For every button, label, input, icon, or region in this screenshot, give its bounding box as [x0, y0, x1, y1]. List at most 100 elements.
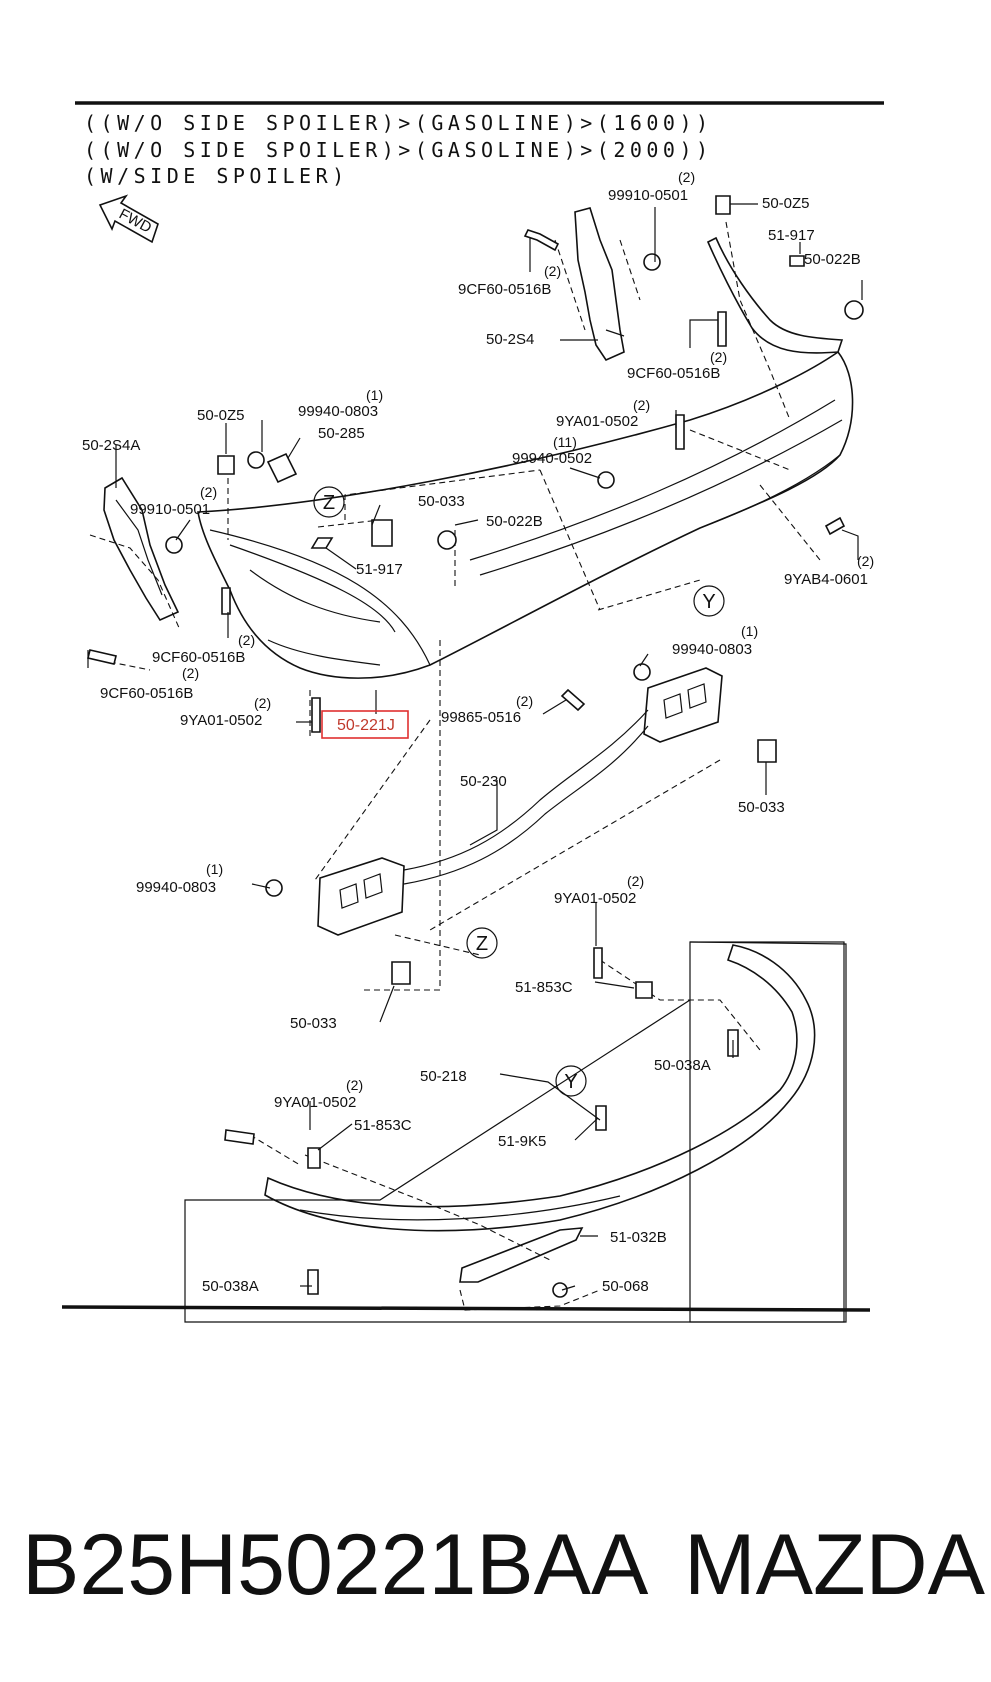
- nut-icon: [643, 253, 661, 271]
- part-number: B25H50221BAA: [22, 1517, 649, 1613]
- label-50-022B-top: 50-022B: [804, 251, 861, 268]
- label-51-917-mid: 51-917: [356, 561, 403, 578]
- label-51-853C-a: 51-853C: [515, 979, 573, 996]
- part-labels: (2) 99910-0501 50-0Z5 51-917 50-022B (2)…: [82, 169, 874, 1295]
- qty-99940-0502: (11): [553, 434, 577, 450]
- bracket-50-2S4A-drawing: [103, 476, 180, 622]
- ref-marker-y-circle: [693, 585, 725, 617]
- label-99910-0501-left: 99910-0501: [130, 501, 210, 518]
- label-9YAB4-0601: 9YAB4-0601: [784, 571, 868, 588]
- bolt-icon: [224, 1129, 255, 1145]
- label-51-853C-b: 51-853C: [354, 1117, 412, 1134]
- nut-icon: [633, 663, 651, 681]
- footer-caption: B25H50221BAA MAZDA: [0, 1505, 991, 1625]
- qty-99940-0803-a: (1): [366, 387, 383, 403]
- qty-9CF60-0516B-c: (2): [238, 632, 255, 648]
- clip-icon: [371, 519, 393, 547]
- label-50-221J: 50-221J: [337, 717, 395, 734]
- label-99940-0803-a: 99940-0803: [298, 403, 378, 420]
- qty-9YA01-0502-d: (2): [346, 1077, 363, 1093]
- fwd-arrow-icon: FWD: [98, 194, 159, 244]
- qty-99940-0803-c: (1): [206, 861, 223, 877]
- clip-icon: [307, 1269, 319, 1295]
- bolt-icon: [675, 414, 685, 450]
- bolt-icon: [523, 229, 560, 252]
- screw-icon: [717, 311, 727, 347]
- clip-icon: [391, 961, 411, 985]
- clip-icon: [635, 981, 653, 999]
- nut-icon: [597, 471, 615, 489]
- side-spoiler-50-218-drawing: [264, 944, 816, 1283]
- screw-icon: [87, 649, 117, 665]
- label-50-038A-a: 50-038A: [654, 1057, 711, 1074]
- ref-marker-y2-circle: [555, 1065, 587, 1097]
- bolt-icon: [311, 697, 321, 733]
- spoiler-frame: [184, 941, 847, 1323]
- label-9YA01-0502-d: 9YA01-0502: [274, 1094, 356, 1111]
- ref-marker-z: Z: [323, 492, 335, 514]
- label-50-0Z5-top: 50-0Z5: [762, 195, 810, 212]
- qty-99910-0501-top: (2): [678, 169, 695, 185]
- label-99910-0501-top: 99910-0501: [608, 187, 688, 204]
- leader-lines: [87, 203, 863, 1291]
- label-51-917-top: 51-917: [768, 227, 815, 244]
- ref-marker-z2: Z: [476, 933, 488, 955]
- brand-name: MAZDA: [684, 1517, 985, 1613]
- ref-marker-z-circle: [313, 486, 345, 518]
- screw-icon: [595, 1105, 607, 1131]
- label-50-033-c: 50-033: [290, 1015, 337, 1032]
- label-50-033-b: 50-033: [738, 799, 785, 816]
- clip-icon: [789, 255, 805, 267]
- screw-icon: [560, 688, 586, 712]
- rear-bumper-cover-drawing: [197, 236, 854, 679]
- label-9CF60-0516B-d: 9CF60-0516B: [100, 685, 193, 702]
- screw-icon: [593, 947, 603, 979]
- clip-icon: [757, 739, 777, 763]
- label-9YA01-0502-c: 9YA01-0502: [554, 890, 636, 907]
- label-50-0Z5-mid: 50-0Z5: [197, 407, 245, 424]
- nut-icon: [165, 536, 183, 554]
- bottom-rule: [61, 1305, 871, 1312]
- qty-9CF60-0516B-b: (2): [710, 349, 727, 365]
- fastener-icons: [87, 195, 864, 1298]
- label-99940-0803-b: 99940-0803: [672, 641, 752, 658]
- highlight-box-50-221J: [321, 710, 409, 739]
- nut-icon: [552, 1282, 568, 1298]
- qty-9YA01-0502-b: (2): [254, 695, 271, 711]
- nut-icon: [247, 451, 265, 469]
- plate-bracket-50-230-drawing: [317, 667, 723, 936]
- ref-marker-z2-circle: [466, 927, 498, 959]
- label-9CF60-0516B-b: 9CF60-0516B: [627, 365, 720, 382]
- label-50-2S4A: 50-2S4A: [82, 437, 140, 454]
- qty-99865-0516: (2): [516, 693, 533, 709]
- qty-9YA01-0502-c: (2): [627, 873, 644, 889]
- qty-9CF60-0516B-d: (2): [182, 665, 199, 681]
- bolt-icon: [824, 516, 846, 536]
- ref-marker-y2: Y: [564, 1071, 577, 1093]
- clip-icon: [217, 455, 235, 475]
- nut-icon: [265, 879, 283, 897]
- seal-icon: [266, 452, 298, 484]
- qty-9YAB4-0601: (2): [857, 553, 874, 569]
- label-99865-0516: 99865-0516: [441, 709, 521, 726]
- bracket-50-2S4-drawing: [574, 207, 625, 362]
- spoiler-frame-top: [689, 941, 845, 1323]
- ref-marker-y: Y: [702, 591, 715, 613]
- qty-9CF60-0516B-a: (2): [544, 263, 561, 279]
- label-50-038A-b: 50-038A: [202, 1278, 259, 1295]
- grommet-icon: [437, 530, 457, 550]
- label-50-230: 50-230: [460, 773, 507, 790]
- screw-icon: [221, 587, 231, 615]
- label-9YA01-0502-b: 9YA01-0502: [180, 712, 262, 729]
- label-99940-0502: 99940-0502: [512, 450, 592, 467]
- grommet-icon: [844, 300, 864, 320]
- header-line-2: ((W/O SIDE SPOILER)>(GASOLINE)>(2000)): [84, 138, 713, 162]
- clip-icon: [715, 195, 731, 215]
- header-line-1: ((W/O SIDE SPOILER)>(GASOLINE)>(1600)): [84, 111, 713, 135]
- header-line-3: (W/SIDE SPOILER): [84, 164, 349, 188]
- label-9YA01-0502-a: 9YA01-0502: [556, 413, 638, 430]
- clip-icon: [307, 1147, 321, 1169]
- label-50-2S4: 50-2S4: [486, 331, 534, 348]
- qty-99940-0803-b: (1): [741, 623, 758, 639]
